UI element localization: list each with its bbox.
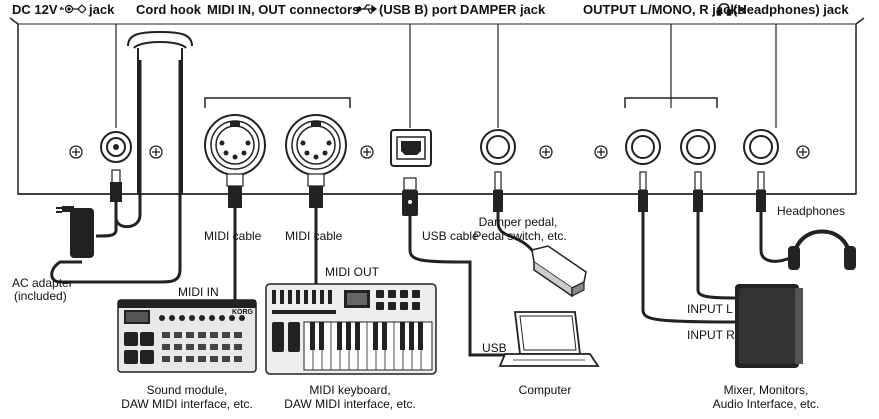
headphones-jack-label: (Headphones) jack — [733, 2, 849, 17]
usb-label: USB — [482, 341, 507, 355]
leader-lines — [115, 24, 777, 128]
pedal-switch-label: Pedal switch, etc. — [473, 229, 566, 243]
midi-in-connector — [204, 114, 266, 176]
dc-plug — [110, 169, 122, 202]
screw — [69, 145, 83, 159]
damper-jack-label: DAMPER jack — [460, 2, 546, 17]
damper-pedal-label: Damper pedal, — [479, 215, 558, 229]
midi-in-label: MIDI IN — [178, 285, 219, 299]
output-r-jack — [680, 129, 716, 165]
midi-bracket — [204, 97, 351, 108]
damper-jack — [480, 129, 516, 165]
ac-adapter-label: AC adapter — [12, 276, 73, 290]
dc-jack — [100, 131, 132, 163]
usb-cable-label: USB cable — [422, 229, 479, 243]
dc-polarity-icon — [59, 4, 87, 14]
midi-cable-1-label: MIDI cable — [204, 229, 262, 243]
midi-out-label: MIDI OUT — [325, 265, 380, 279]
midi-plug-1 — [226, 173, 244, 208]
headphones-label: Headphones — [777, 204, 845, 218]
headphones-icon — [788, 229, 856, 270]
output-r-plug — [693, 171, 703, 212]
dc-jack-suffix: jack — [88, 2, 115, 17]
headphones-symbol-icon — [716, 3, 732, 16]
usb-icon — [356, 4, 378, 14]
cord-hook — [127, 30, 193, 194]
screw — [360, 145, 374, 159]
midi-cable-2-label: MIDI cable — [285, 229, 343, 243]
midi-keyboard-sub-label: DAW MIDI interface, etc. — [284, 397, 416, 411]
midi-plug-2 — [307, 173, 325, 208]
headphones-plug — [756, 171, 766, 212]
panel-screws — [69, 145, 810, 159]
ac-adapter — [56, 206, 94, 258]
damper-pedal — [531, 245, 587, 298]
labels: MIDI cable MIDI cable USB cable AC adapt… — [12, 204, 845, 411]
usb-b-port — [390, 129, 432, 167]
korg-logo: KORG — [232, 309, 254, 316]
cables — [50, 60, 791, 357]
screw — [796, 145, 810, 159]
computer-icon — [498, 311, 600, 367]
screw — [539, 145, 553, 159]
output-jacks-label: OUTPUT L/MONO, R jacks — [583, 2, 745, 17]
sound-module-sub-label: DAW MIDI interface, etc. — [121, 397, 253, 411]
mixer-monitor — [735, 284, 803, 368]
mixer-label: Mixer, Monitors, — [724, 383, 809, 397]
usb-port-label: (USB B) port — [379, 2, 458, 17]
headphones-jack — [743, 129, 779, 165]
midi-out-connector — [285, 114, 347, 176]
output-l-jack — [625, 129, 661, 165]
cord-hook-label: Cord hook — [136, 2, 202, 17]
screw — [594, 145, 608, 159]
midi-keyboard-label: MIDI keyboard, — [309, 383, 390, 397]
sound-module-label: Sound module, — [147, 383, 228, 397]
ac-adapter-included-label: (included) — [14, 289, 67, 303]
usb-plug — [402, 177, 418, 216]
input-l-label: INPUT L — [687, 302, 733, 316]
sound-module: KORG — [117, 299, 257, 373]
computer-label: Computer — [519, 383, 572, 397]
input-r-label: INPUT R — [687, 328, 735, 342]
midi-connectors-label: MIDI IN, OUT connectors — [207, 2, 359, 17]
output-l-plug — [638, 171, 648, 212]
damper-plug — [493, 171, 503, 212]
screw — [149, 145, 163, 159]
audio-interface-label: Audio Interface, etc. — [713, 397, 820, 411]
headers: DC 12V jack Cord hook MIDI IN, OUT conne… — [12, 2, 849, 17]
midi-keyboard — [265, 283, 437, 375]
rear-panel — [9, 17, 865, 195]
dc-jack-label: DC 12V — [12, 2, 58, 17]
